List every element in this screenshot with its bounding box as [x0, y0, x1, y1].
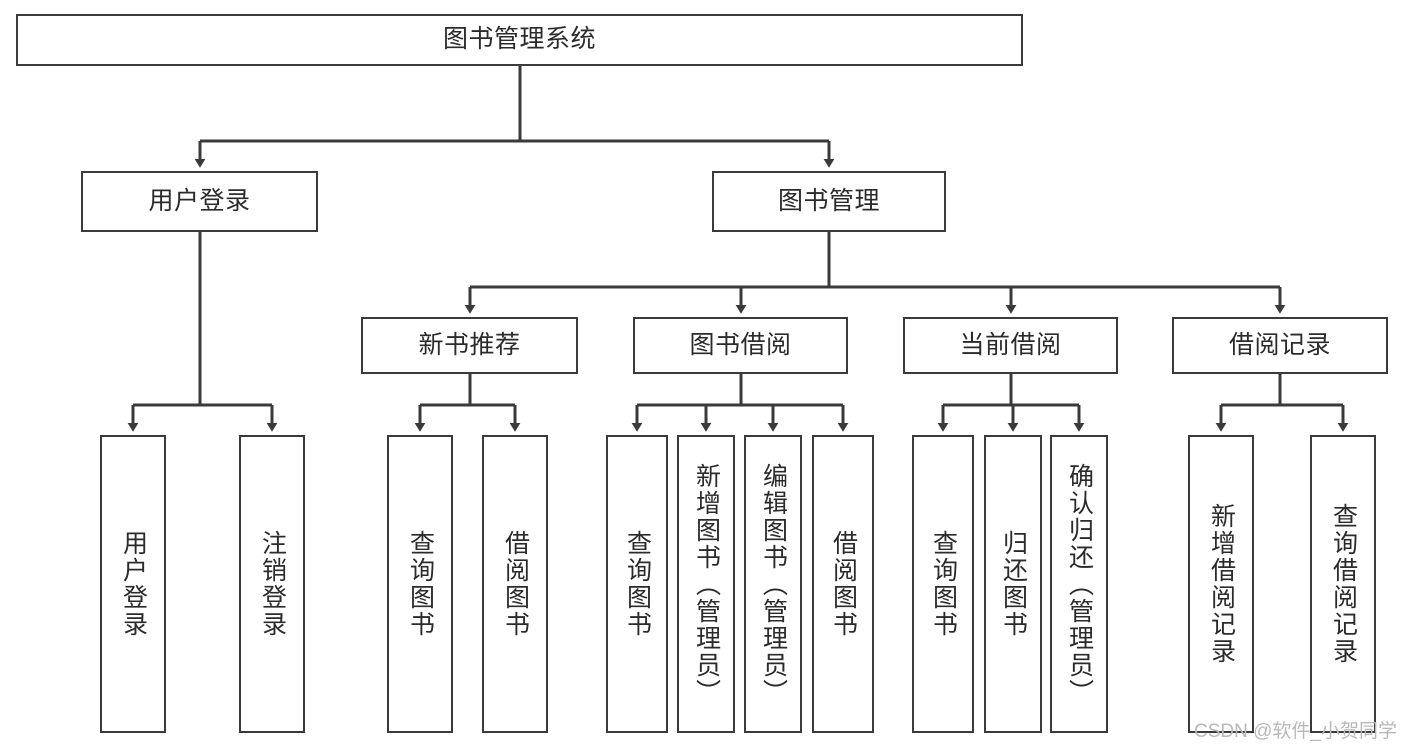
node-label: 借阅图书 [829, 530, 858, 638]
node-label: 查询图书 [406, 530, 435, 638]
node-label: 注销登录 [258, 530, 287, 638]
node-login: 用户登录 [81, 171, 318, 232]
node-label: 查询图书 [623, 530, 652, 638]
node-label: 查询图书 [929, 530, 958, 638]
node-f-q1: 查询图书 [387, 435, 453, 733]
node-f-qrec: 查询借阅记录 [1310, 435, 1376, 733]
node-label: 查询借阅记录 [1329, 503, 1358, 665]
node-f-logout: 注销登录 [239, 435, 305, 733]
node-f-b1: 借阅图书 [482, 435, 548, 733]
node-f-edit: 编辑图书（管理员） [744, 435, 802, 733]
node-f-addrec: 新增借阅记录 [1188, 435, 1254, 733]
node-label: 图书管理系统 [442, 25, 596, 54]
node-records: 借阅记录 [1172, 317, 1388, 374]
node-label: 用户登录 [119, 530, 148, 638]
node-label: 新增借阅记录 [1207, 503, 1236, 665]
node-label: 用户登录 [148, 186, 251, 215]
node-label: 当前借阅 [959, 330, 1062, 359]
node-label: 新增图书（管理员） [692, 462, 721, 706]
node-f-add: 新增图书（管理员） [677, 435, 735, 733]
node-borrow: 图书借阅 [633, 317, 848, 374]
node-label: 确认归还（管理员） [1065, 462, 1094, 706]
watermark: CSDN @软件_小贺同学 [1194, 721, 1397, 742]
node-label: 借阅记录 [1228, 330, 1331, 359]
node-f-conf: 确认归还（管理员） [1050, 435, 1108, 733]
node-f-q2: 查询图书 [606, 435, 668, 733]
node-root: 图书管理系统 [16, 14, 1023, 66]
node-label: 借阅图书 [501, 530, 530, 638]
node-f-b2: 借阅图书 [812, 435, 874, 733]
node-label: 图书借阅 [689, 330, 792, 359]
node-label: 编辑图书（管理员） [759, 462, 788, 706]
node-bookmgmt: 图书管理 [712, 171, 946, 232]
node-f-login: 用户登录 [100, 435, 166, 733]
node-label: 新书推荐 [418, 330, 521, 359]
node-newbook: 新书推荐 [361, 317, 578, 374]
node-label: 归还图书 [999, 530, 1028, 638]
node-current: 当前借阅 [903, 317, 1118, 374]
node-f-ret: 归还图书 [984, 435, 1042, 733]
node-f-q3: 查询图书 [912, 435, 974, 733]
node-label: 图书管理 [777, 186, 880, 215]
